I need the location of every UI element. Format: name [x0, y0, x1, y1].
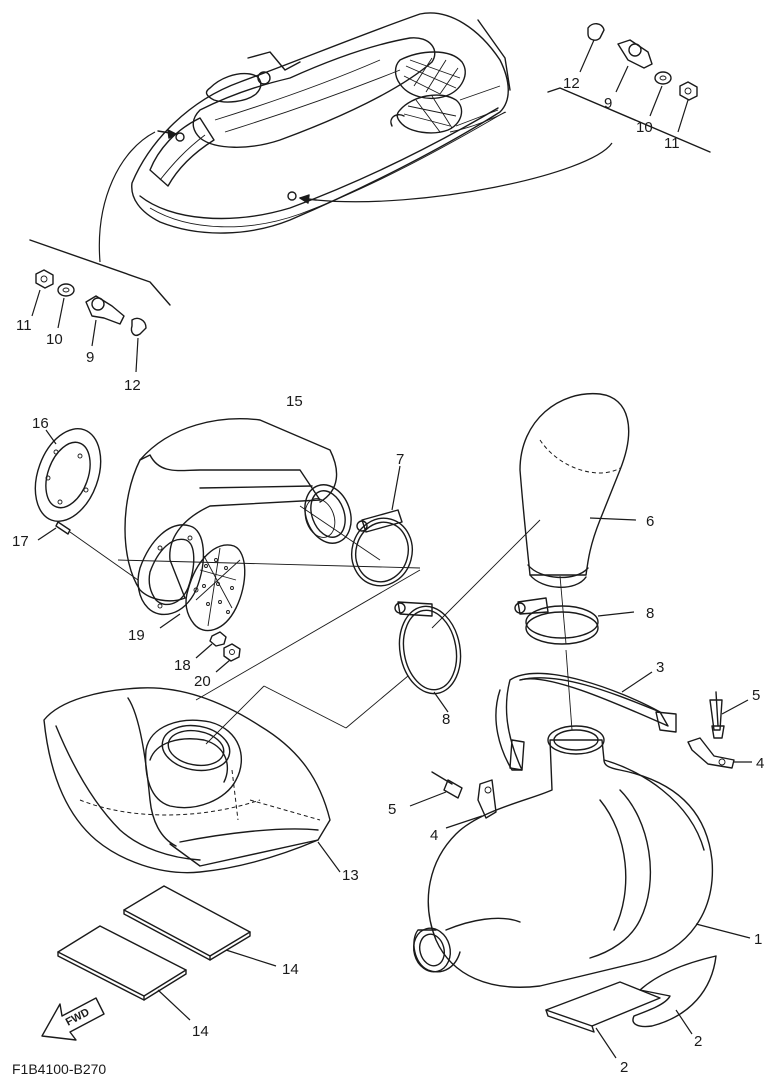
- part-15-exhaust-pipe: [124, 418, 352, 602]
- callout-17: 17: [12, 533, 29, 550]
- part-8-hose-clamp-right: [514, 597, 635, 645]
- hose-clamp-12-right: [587, 23, 605, 41]
- part-19-flange: [137, 524, 246, 632]
- callout-10-left: 10: [46, 331, 63, 348]
- part-1-muffler: [413, 725, 751, 988]
- assembly-lines: [117, 505, 573, 745]
- callout-labels: 12 9 10 11 11 10 9 12 15 16 7 17 6 8 19 …: [12, 75, 764, 1076]
- callout-14-bottom: 14: [192, 1023, 209, 1040]
- bracket-right: [547, 87, 711, 153]
- callout-11-left: 11: [16, 317, 32, 334]
- callout-10-right: 10: [636, 119, 653, 136]
- callout-7: 7: [396, 451, 404, 468]
- drawing-code: F1B4100-B270: [12, 1061, 106, 1077]
- callout-5-left: 5: [388, 801, 396, 818]
- callout-5-right: 5: [752, 687, 760, 704]
- callout-12-right: 12: [563, 75, 580, 92]
- callout-9-right: 9: [604, 95, 612, 112]
- callout-12-left: 12: [124, 377, 141, 394]
- nut-11-left: [35, 269, 54, 289]
- callout-11-right: 11: [664, 135, 680, 152]
- part-2-pads: [545, 955, 717, 1059]
- callout-15: 15: [286, 393, 303, 410]
- part-13-water-lock: [43, 687, 341, 874]
- callout-2-left: 2: [620, 1059, 628, 1076]
- washer-10-right: [654, 71, 672, 85]
- leader-hull-right: [315, 142, 613, 203]
- nut-11-right: [679, 81, 698, 101]
- callout-19: 19: [128, 627, 145, 644]
- part-16-gasket: [34, 428, 102, 522]
- nipple-9-left: [85, 295, 125, 325]
- washer-10-left: [57, 283, 75, 297]
- callout-4-right: 4: [756, 755, 764, 772]
- part-8-hose-clamp-middle: [394, 601, 462, 713]
- part-4-5-hardware: [409, 691, 752, 829]
- leader-hull-left: [98, 131, 156, 263]
- callout-20: 20: [194, 673, 211, 690]
- callout-9-left: 9: [86, 349, 94, 366]
- watercraft-hull: [131, 12, 511, 234]
- callout-16: 16: [32, 415, 49, 432]
- callout-1: 1: [754, 931, 762, 948]
- fwd-direction-arrow: FWD: [41, 997, 105, 1041]
- fitting-group-left: [31, 269, 147, 373]
- fitting-group-right: [579, 23, 698, 133]
- part-18-20-hardware: [195, 631, 241, 673]
- callout-13: 13: [342, 867, 359, 884]
- part-14-pads: [57, 885, 277, 1021]
- nipple-9-right: [617, 39, 653, 69]
- part-7-hose-clamp: [351, 465, 413, 587]
- callout-18: 18: [174, 657, 191, 674]
- callout-8-middle: 8: [442, 711, 450, 728]
- callout-6: 6: [646, 513, 654, 530]
- callout-8-right: 8: [646, 605, 654, 622]
- callout-4-left: 4: [430, 827, 438, 844]
- callout-14-top: 14: [282, 961, 299, 978]
- callout-3: 3: [656, 659, 664, 676]
- part-17-bolt: [37, 521, 139, 581]
- hose-clamp-12-left: [130, 317, 147, 336]
- bracket-left: [29, 239, 171, 306]
- part-6-elbow-pipe: [519, 393, 637, 588]
- callout-2-right: 2: [694, 1033, 702, 1050]
- part-3-strap: [495, 671, 677, 771]
